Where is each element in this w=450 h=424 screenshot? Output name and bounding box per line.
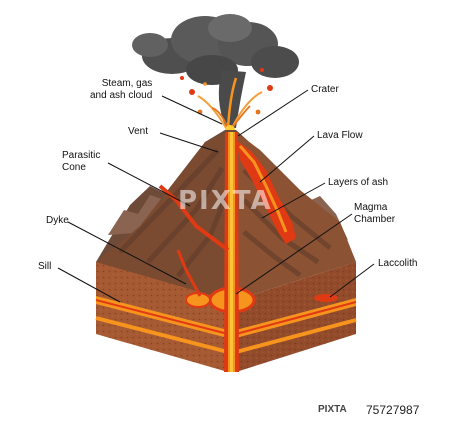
leader-lines — [57, 89, 375, 303]
label-sill: Sill — [38, 261, 52, 272]
label-laccolith: Laccolith — [378, 258, 418, 269]
watermark: PIXTA — [178, 186, 273, 216]
dyke — [158, 184, 230, 252]
footer-logo: PIXTA — [318, 404, 347, 415]
label-parasitic-cone: Parasitic Cone — [62, 150, 101, 173]
label-dyke: Dyke — [46, 215, 69, 226]
lava-spray — [180, 68, 273, 135]
stock-footer: PIXTA 75727987 — [0, 401, 450, 419]
ash-cloud — [132, 14, 299, 128]
image-number: 75727987 — [366, 403, 420, 417]
label-crater: Crater — [311, 84, 339, 95]
central-vent — [224, 132, 239, 372]
sill — [95, 296, 357, 354]
label-layers-of-ash: Layers of ash — [328, 177, 389, 188]
laccolith — [314, 294, 338, 302]
label-magma-chamber: Magma Chamber — [354, 202, 396, 225]
label-steam-gas-ash-cloud: Steam, gas and ash cloud — [90, 78, 153, 101]
label-vent: Vent — [128, 126, 149, 137]
label-lava-flow: Lava Flow — [317, 130, 363, 141]
